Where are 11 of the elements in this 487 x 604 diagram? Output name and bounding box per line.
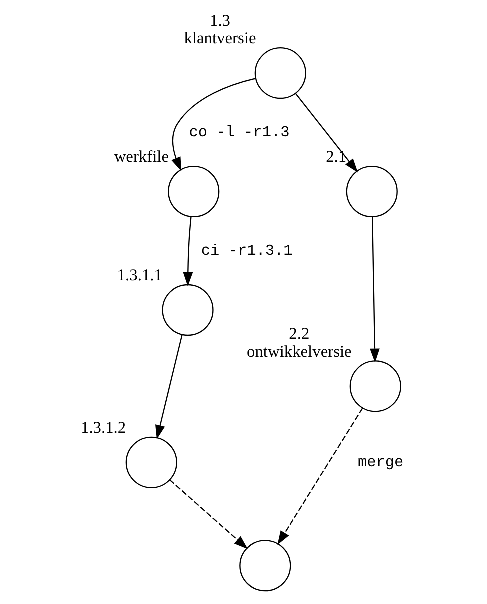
edge-label: co -l -r1.3 (188, 124, 290, 142)
edge-label: merge (357, 454, 404, 472)
node-label: werkfile (114, 147, 169, 166)
node-label: klantversie (184, 28, 256, 48)
node-label: 2.2 (288, 324, 310, 344)
edge-label: ci -r1.3.1 (200, 242, 292, 260)
node-label: 1.3 (209, 11, 230, 30)
node-label: 2.1 (326, 147, 346, 166)
node-label: 1.3.1.1 (116, 266, 162, 285)
node-label: 1.3.1.2 (80, 418, 126, 437)
node-label: ontwikkelversie (246, 342, 352, 361)
